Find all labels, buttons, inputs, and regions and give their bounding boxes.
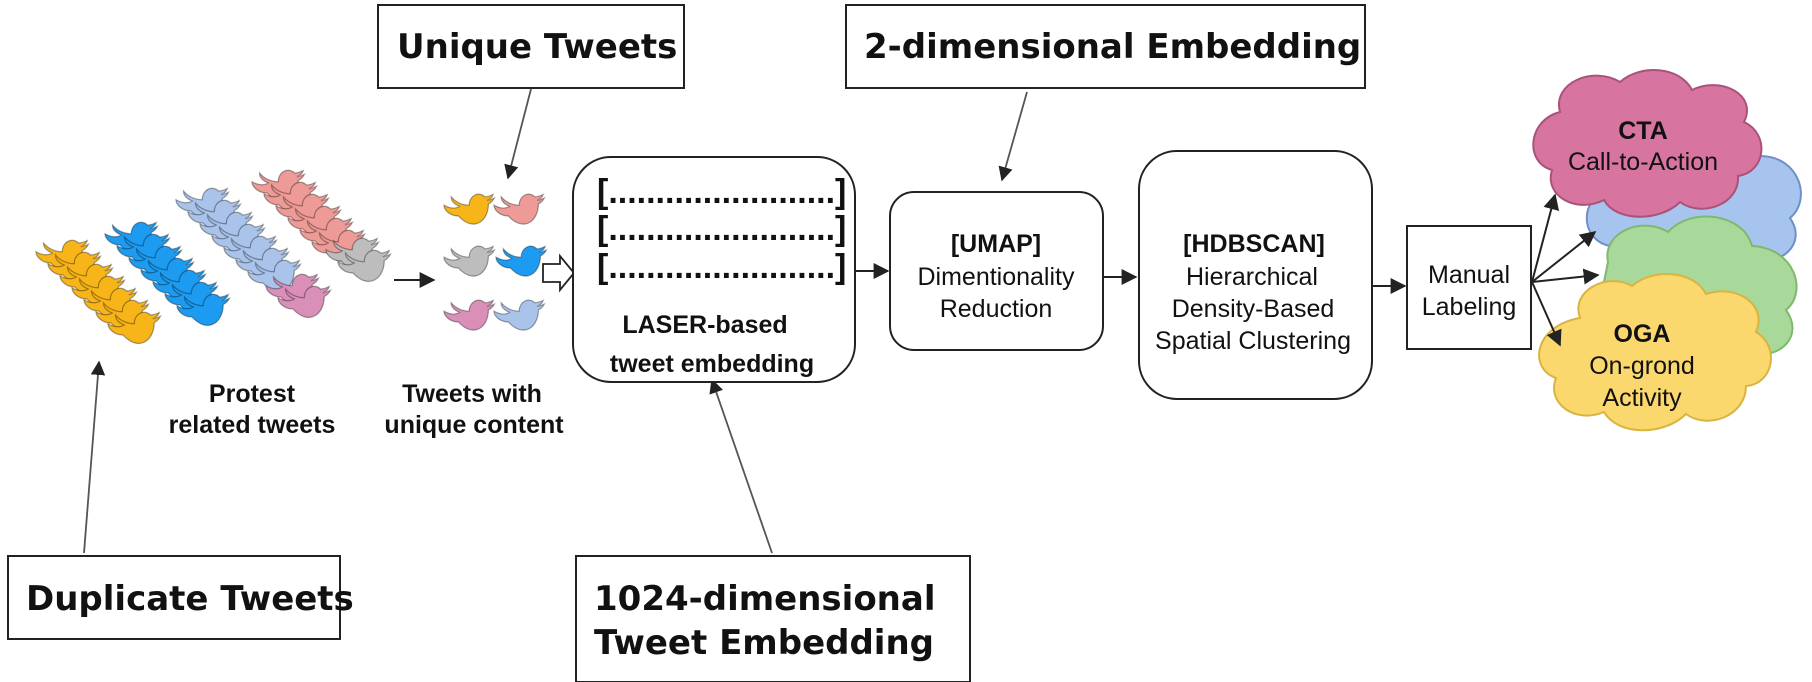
laser-vector-row-2: [........................] [597, 210, 846, 248]
hollow-arrow-to-laser [542, 253, 576, 293]
embedding-1024-pointer [709, 378, 773, 554]
hdbscan-line1: Hierarchical [1186, 263, 1318, 291]
laser-label-line2: tweet embedding [610, 350, 814, 378]
protest-tweets-bird-cluster [35, 169, 392, 345]
unique-tweets-label-line1: Tweets with [402, 380, 542, 408]
umap-title: [UMAP] [951, 230, 1041, 258]
bird-icon [493, 193, 546, 225]
laser-embedding-box: [........................] [............… [572, 156, 856, 383]
unique-tweets-bird-grid [443, 193, 548, 331]
arrow-to-cta [1531, 193, 1560, 283]
manual-labeling-box: Manual Labeling [1406, 225, 1532, 350]
two-dim-embedding-callout: 2-dimensional Embedding [845, 4, 1366, 89]
protest-tweets-label-line2: related tweets [169, 411, 336, 439]
hdbscan-line2: Density-Based [1172, 295, 1335, 323]
laser-vector-row-3: [........................] [597, 248, 846, 286]
embedding-1024-callout-line2: Tweet Embedding [594, 623, 934, 663]
duplicate-tweets-pointer [83, 360, 106, 554]
embedding-1024-callout-line1: 1024-dimensional [594, 579, 935, 619]
duplicate-tweets-callout: Duplicate Tweets [7, 555, 354, 640]
two-dim-embedding-callout-label: 2-dimensional Embedding [864, 27, 1361, 67]
oga-title: OGA [1614, 320, 1671, 348]
unique-tweets-callout-label: Unique Tweets [397, 27, 677, 67]
bird-icon [443, 193, 495, 225]
bird-icon [443, 245, 495, 277]
manual-line1: Manual [1428, 261, 1510, 289]
oga-cloud: OGA On-grond Activity [1538, 273, 1772, 432]
fanout-arrows [1531, 193, 1600, 347]
arrow-to-oga [1531, 281, 1562, 347]
umap-line2: Reduction [940, 295, 1053, 323]
unique-tweets-callout: Unique Tweets [377, 4, 685, 89]
oga-line1: On-grond [1589, 352, 1695, 380]
hdbscan-line3: Spatial Clustering [1155, 327, 1351, 355]
umap-line1: Dimentionality [917, 263, 1075, 291]
cta-cloud: CTA Call-to-Action [1532, 69, 1763, 218]
unique-tweets-pointer [504, 88, 532, 180]
callout-pointers [83, 88, 1028, 554]
bird-icon [495, 245, 548, 277]
manual-line2: Labeling [1422, 293, 1517, 321]
cta-subtitle: Call-to-Action [1568, 148, 1718, 176]
hdbscan-title: [HDBSCAN] [1183, 230, 1325, 258]
two-dim-pointer [998, 91, 1028, 182]
protest-tweets-label-line1: Protest [209, 380, 296, 408]
duplicate-tweets-callout-label: Duplicate Tweets [26, 579, 354, 619]
bird-icon [493, 299, 546, 331]
bird-icon [443, 299, 495, 331]
unique-tweets-label-line2: unique content [384, 411, 564, 439]
cta-title: CTA [1618, 117, 1668, 145]
arrow-to-green-cluster [1531, 268, 1600, 285]
hdbscan-box: [HDBSCAN] Hierarchical Density-Based Spa… [1138, 150, 1373, 400]
arrow-to-blue-cluster [1531, 231, 1597, 283]
laser-label-line1: LASER-based [622, 311, 787, 339]
laser-vector-row-1: [........................] [597, 173, 846, 211]
oga-line2: Activity [1602, 384, 1682, 412]
embedding-1024-callout: 1024-dimensional Tweet Embedding [575, 555, 971, 682]
umap-box: [UMAP] Dimentionality Reduction [889, 191, 1104, 351]
